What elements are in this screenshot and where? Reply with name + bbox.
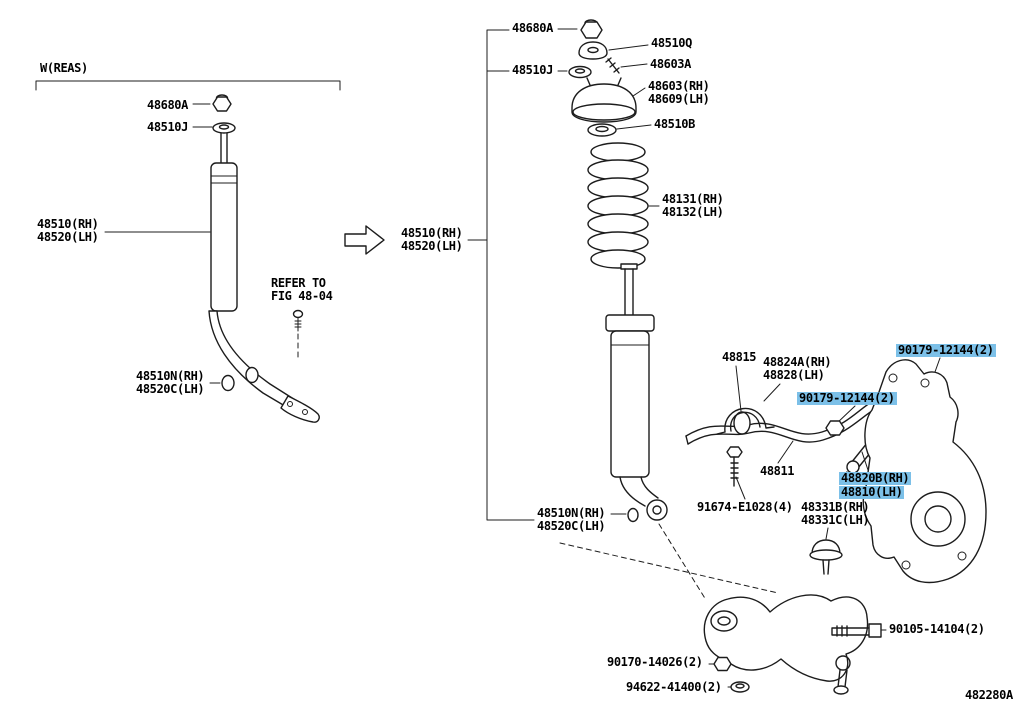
label-48680a[interactable]: 48680A: [512, 22, 553, 35]
transition-arrow: [344, 225, 385, 255]
part-label-line[interactable]: 48331C(LH): [801, 513, 870, 527]
label-94622-41400[interactable]: 94622-41400(2): [626, 681, 722, 694]
left-assembly-drawing: [35, 80, 341, 423]
lower-control-arm-drawing: [703, 594, 869, 695]
part-label-line[interactable]: 48510N(RH): [537, 506, 606, 520]
nut-90179-left-drawing: [825, 420, 845, 436]
part-label-line[interactable]: 48132(LH): [662, 205, 724, 219]
part-label-line[interactable]: 48510(RH): [37, 217, 99, 231]
label-90179-12144-upper[interactable]: 90179-12144(2): [896, 344, 996, 358]
steering-knuckle-drawing: [862, 359, 987, 584]
bolt-91674-drawing: [726, 446, 743, 487]
ball-joint-48331b-drawing: [809, 539, 843, 575]
part-label-line[interactable]: 90179-12144(2): [797, 391, 897, 405]
label-48510q[interactable]: 48510Q: [651, 37, 692, 50]
part-label-line[interactable]: 48609(LH): [648, 92, 710, 106]
label-48680a-left[interactable]: 48680A: [147, 99, 188, 112]
part-label-line[interactable]: 48520C(LH): [136, 382, 205, 396]
bracket-48824a-drawing: [716, 407, 775, 435]
part-label-line[interactable]: 48520C(LH): [537, 519, 606, 533]
part-label-line[interactable]: 48603A: [650, 57, 691, 71]
label-48510n-48520c[interactable]: 48510N(RH)48520C(LH): [537, 506, 606, 533]
label-48510-48520-left[interactable]: 48510(RH)48520(LH): [37, 217, 99, 244]
part-label-line[interactable]: 48510J: [512, 63, 553, 77]
note-w-reas: W(REAS): [40, 62, 88, 75]
label-48510j[interactable]: 48510J: [512, 64, 553, 77]
part-label-line[interactable]: 48603(RH): [648, 79, 710, 93]
part-label-line[interactable]: 48131(RH): [662, 192, 724, 206]
part-label-line[interactable]: 48815: [722, 350, 757, 364]
shock-absorber-drawing: [605, 263, 668, 523]
assembly-guide-lines: [559, 523, 779, 601]
coil-spring-drawing: [587, 142, 649, 269]
part-label-line[interactable]: 48510(RH): [401, 226, 463, 240]
part-label-line[interactable]: 48824A(RH): [763, 355, 832, 369]
nut-48680a-drawing: [580, 21, 603, 39]
part-label-line[interactable]: 48510J: [147, 120, 188, 134]
nut-90170-drawing: [713, 656, 732, 672]
diagram-code: 482280A: [965, 689, 1013, 702]
part-label-line[interactable]: 90105-14104(2): [889, 622, 985, 636]
support-48603-drawing: [571, 83, 637, 123]
label-48603-48609[interactable]: 48603(RH)48609(LH): [648, 79, 710, 106]
label-48603a[interactable]: 48603A: [650, 58, 691, 71]
label-48811[interactable]: 48811: [760, 464, 795, 478]
part-label-line[interactable]: 90170-14026(2): [607, 655, 703, 669]
label-48815[interactable]: 48815: [722, 350, 757, 364]
label-48510j-left[interactable]: 48510J: [147, 121, 188, 134]
label-48331b-48331c[interactable]: 48331B(RH)48331C(LH): [801, 500, 870, 527]
part-label-line[interactable]: 48510N(RH): [136, 369, 205, 383]
w-reas-bracket: [35, 80, 341, 91]
part-label-line[interactable]: 48810(LH): [839, 485, 905, 499]
label-91674-e1028[interactable]: 91674-E1028(4): [697, 501, 793, 514]
left-leader-lines: [104, 103, 221, 384]
part-label-line[interactable]: 90179-12144(2): [896, 343, 996, 357]
part-label-line[interactable]: 48331B(RH): [801, 500, 870, 514]
part-label-line[interactable]: 48510Q: [651, 36, 692, 50]
part-label-line[interactable]: 48680A: [147, 98, 188, 112]
label-90170-14026[interactable]: 90170-14026(2): [607, 656, 703, 669]
label-48510n-48520c-left[interactable]: 48510N(RH)48520C(LH): [136, 369, 205, 396]
retainer-48510q-drawing: [578, 41, 608, 60]
part-label-line[interactable]: 48520(LH): [401, 239, 463, 253]
part-label-line: W(REAS): [40, 61, 88, 75]
bushing-48510n-drawing: [627, 507, 639, 523]
label-48510b[interactable]: 48510B: [654, 118, 695, 131]
washer-48510j-drawing: [568, 65, 592, 79]
part-label-line: FIG 48-04: [271, 289, 333, 303]
label-90105-14104[interactable]: 90105-14104(2): [889, 623, 985, 636]
stud-48603a-drawing: [605, 57, 620, 74]
part-label-line[interactable]: 94622-41400(2): [626, 680, 722, 694]
part-label-line[interactable]: 48820B(RH): [839, 471, 912, 485]
leader-lines: [557, 28, 941, 688]
label-48131-48132[interactable]: 48131(RH)48132(LH): [662, 192, 724, 219]
washer-94622-drawing: [730, 681, 750, 693]
grouping-bracket: [467, 29, 535, 521]
part-label-line: 482280A: [965, 688, 1013, 702]
part-label-line[interactable]: 48510B: [654, 117, 695, 131]
part-label-line[interactable]: 48680A: [512, 21, 553, 35]
bushing-48510n-left-drawing: [221, 374, 235, 392]
label-48510-48520[interactable]: 48510(RH)48520(LH): [401, 226, 463, 253]
bolt-90105-drawing: [831, 623, 882, 638]
part-label-line[interactable]: 48828(LH): [763, 368, 825, 382]
shock-body-left-drawing: [210, 162, 238, 312]
part-label-line[interactable]: 91674-E1028(4): [697, 500, 793, 514]
label-48824a-48828[interactable]: 48824A(RH)48828(LH): [763, 355, 832, 382]
bearing-48510b-drawing: [587, 123, 617, 137]
label-48820b-48810[interactable]: 48820B(RH)48810(LH): [839, 471, 912, 500]
label-90179-12144-lower[interactable]: 90179-12144(2): [797, 392, 897, 406]
part-label-line: REFER TO: [271, 276, 326, 290]
nut-48680a-left-drawing: [212, 96, 232, 112]
part-label-line[interactable]: 48811: [760, 464, 795, 478]
part-label-line[interactable]: 48520(LH): [37, 230, 99, 244]
